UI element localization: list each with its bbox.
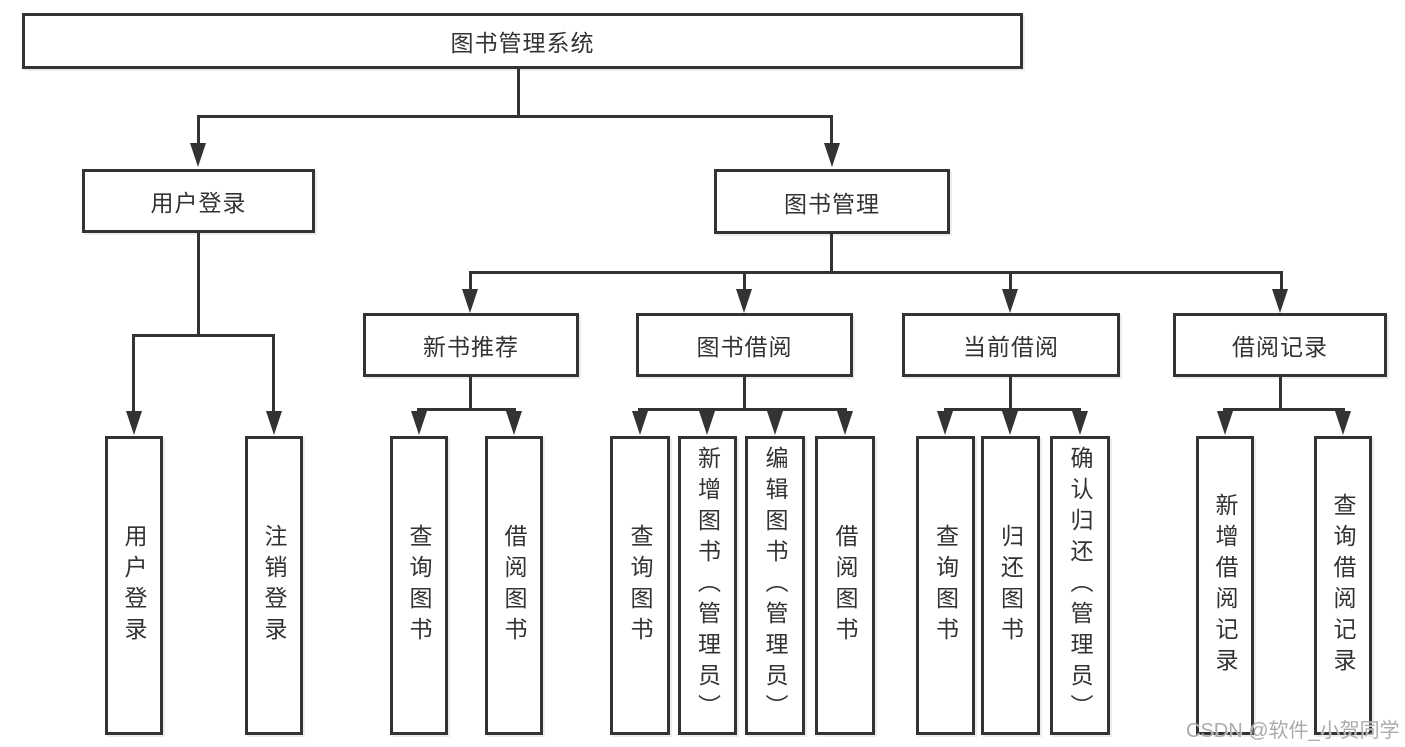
arrow-down-icon [824,143,840,167]
connector-bar [417,408,516,411]
connector-user-login-stem [197,233,200,336]
node-label: 当前借阅 [963,334,1059,360]
connector-user-login-bar [132,334,275,337]
leaf-add-books-admin: 新增图书（管理员） [678,436,737,735]
leaf-add-borrow-record: 新增借阅记录 [1196,436,1254,735]
arrow-down-icon [266,411,282,435]
connector-stem [469,377,472,410]
connector-drop-book-management [830,115,833,144]
arrow-down-icon [1217,411,1233,435]
leaf-query-books: 查询图书 [390,436,448,735]
connector-drop-user-login [197,115,200,144]
leaf-logout: 注销登录 [245,436,303,735]
connector-bar [1223,408,1345,411]
connector-drop [469,271,472,289]
arrow-down-icon [699,411,715,435]
arrow-down-icon [736,289,752,313]
leaf-borrow-books: 借阅图书 [485,436,543,735]
leaf-query-books: 查询图书 [610,436,670,735]
leaf-label: 用户登录 [121,523,147,648]
leaf-user-login: 用户登录 [105,436,163,735]
leaf-label: 新增借阅记录 [1212,492,1238,679]
connector-drop [132,334,135,411]
arrow-down-icon [411,411,427,435]
arrow-down-icon [462,289,478,313]
arrow-down-icon [937,411,953,435]
arrow-down-icon [1002,411,1018,435]
node-library-management-system: 图书管理系统 [22,13,1023,69]
node-label: 用户登录 [150,190,247,216]
leaf-label: 查询图书 [932,523,959,648]
node-label: 新书推荐 [423,334,519,360]
node-label: 图书管理系统 [450,30,595,56]
leaf-edit-books-admin: 编辑图书（管理员） [745,436,805,735]
leaf-label: 确认归还（管理员） [1067,446,1093,725]
connector-book-mgmt-bar [469,271,1283,274]
arrow-down-icon [632,411,648,435]
connector-bar [638,408,847,411]
connector-stem [1279,377,1282,410]
leaf-return-books: 归还图书 [981,436,1040,735]
connector-book-mgmt-stem [830,234,833,274]
leaf-label: 查询图书 [627,523,653,648]
leaf-query-books: 查询图书 [916,436,975,735]
arrow-down-icon [126,411,142,435]
leaf-label: 查询图书 [406,523,432,648]
connector-drop [743,271,746,289]
node-book-management: 图书管理 [714,169,950,234]
node-borrowing-records: 借阅记录 [1173,313,1387,377]
connector-root-stem [517,69,520,117]
connector-stem [743,377,746,410]
node-label: 图书借阅 [696,334,793,360]
leaf-label: 借阅图书 [501,523,527,648]
node-new-book-recommendation: 新书推荐 [363,313,579,377]
connector-bar [944,408,1081,411]
arrow-down-icon [190,143,206,167]
node-label: 借阅记录 [1232,334,1328,360]
node-user-login: 用户登录 [82,169,315,233]
leaf-query-borrow-record: 查询借阅记录 [1314,436,1372,735]
leaf-label: 编辑图书（管理员） [762,446,788,725]
node-label: 图书管理 [784,190,880,217]
arrow-down-icon [837,411,853,435]
arrow-down-icon [1072,411,1088,435]
node-current-borrowing: 当前借阅 [902,313,1120,377]
arrow-down-icon [1002,289,1018,313]
connector-drop [1009,271,1012,289]
arrow-down-icon [767,411,783,435]
node-book-borrowing: 图书借阅 [636,313,853,377]
csdn-watermark: CSDN @软件_小贺同学 [1186,720,1400,742]
connector-stem [1009,377,1012,410]
arrow-down-icon [1272,289,1288,313]
leaf-label: 注销登录 [261,523,287,648]
leaf-label: 归还图书 [997,523,1024,648]
connector-drop [272,334,275,411]
arrow-down-icon [1335,411,1351,435]
leaf-label: 新增图书（管理员） [694,446,721,725]
leaf-confirm-return-admin: 确认归还（管理员） [1050,436,1110,735]
connector-root-bar [197,115,833,118]
leaf-label: 查询借阅记录 [1330,492,1356,679]
connector-drop [1280,271,1283,289]
leaf-label: 借阅图书 [832,523,858,648]
arrow-down-icon [506,411,522,435]
leaf-borrow-books: 借阅图书 [815,436,875,735]
